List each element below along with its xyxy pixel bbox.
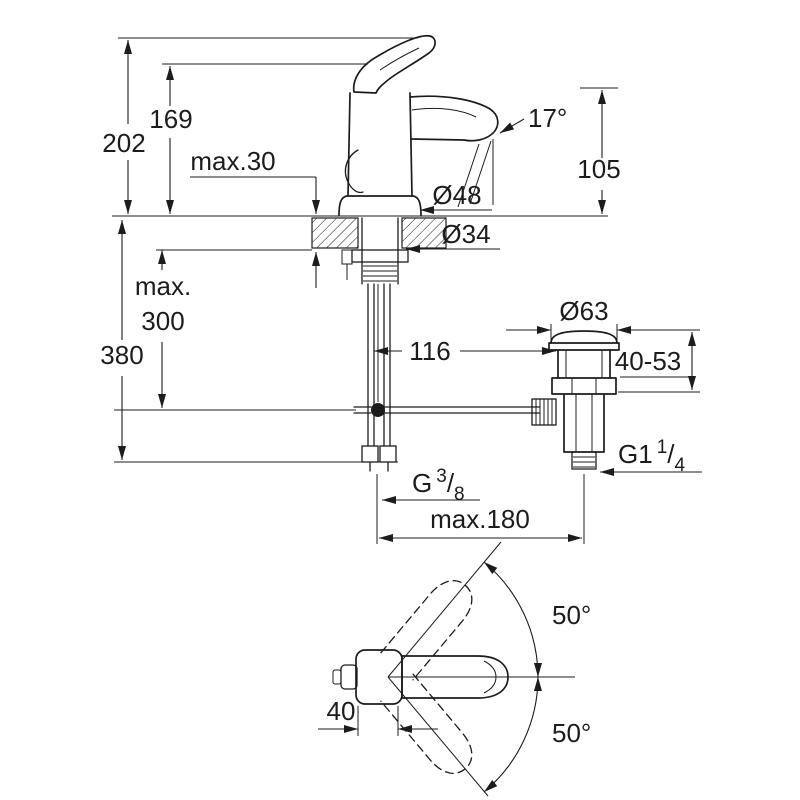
dimension-lines [114,37,702,544]
deck-section-right [401,217,447,249]
waste-tailpiece [571,451,597,470]
shank-threads [363,265,397,282]
spout-plan-nub [332,669,342,685]
body-plan-block [355,649,403,705]
rod-ball-joint [371,403,385,417]
spout [409,95,499,142]
waste-plug-dome [550,330,618,344]
centerline-upper-50 [387,541,502,678]
waste-upper-body [557,349,611,379]
knob-knurling [535,399,553,425]
centerline-lower-50 [387,676,489,797]
spout-inner-line [411,107,477,118]
label-380: 380 [100,340,143,370]
label-40: 40 [327,696,356,726]
label-max300-line1: max. [135,271,191,301]
handle-top-view [318,541,575,797]
pull-rod-knob [344,149,364,194]
label-116: 116 [409,336,450,366]
dimension-labels: 202 169 max.30 17° 105 Ø48 Ø34 max. 300 … [100,103,685,748]
threaded-shank [361,217,399,285]
handle-plan-inner [483,660,497,694]
label-max300-line2: 300 [141,306,184,336]
waste-flange-lip [548,342,620,351]
label-50deg-top: 50° [552,600,591,630]
water-stream [457,140,492,208]
label-4053: 40-53 [615,346,682,376]
lever-detail-line [379,47,420,71]
label-50deg-bottom: 50° [552,718,591,748]
arc-upper-50 [483,561,542,678]
shank-and-hoses [341,217,409,472]
label-dia34: Ø34 [441,219,490,249]
horizontal-rod [353,406,541,414]
handle-rotated-down [380,673,473,774]
waste-lower-inner [575,394,593,452]
label-202: 202 [102,128,145,158]
handle-plan-solid [401,655,509,699]
arc-lower-50 [483,676,542,793]
label-169: 169 [149,104,192,134]
handle-rotated-up [380,580,473,681]
faucet-body [347,92,413,197]
mounting-deck [112,215,608,251]
waste-upper-inner [565,350,603,378]
pop-up-waste [353,330,620,470]
lever-handle [352,34,436,94]
faucet-side-view [338,34,499,216]
waste-nut [551,377,617,395]
supply-hoses [367,283,391,447]
label-max180: max.180 [430,504,530,534]
waste-lower-body [563,393,605,453]
waste-nut-facets [571,378,597,394]
tailpiece-threads [573,456,595,468]
label-dia63: Ø63 [559,296,608,326]
label-17deg: 17° [528,103,567,133]
label-105: 105 [577,154,620,184]
label-max30: max.30 [190,146,275,176]
label-dia48: Ø48 [432,180,481,210]
leader-17deg [499,118,525,134]
base-escutcheon [338,195,422,216]
deck-section-left [311,217,359,249]
hose-tails [369,461,389,472]
